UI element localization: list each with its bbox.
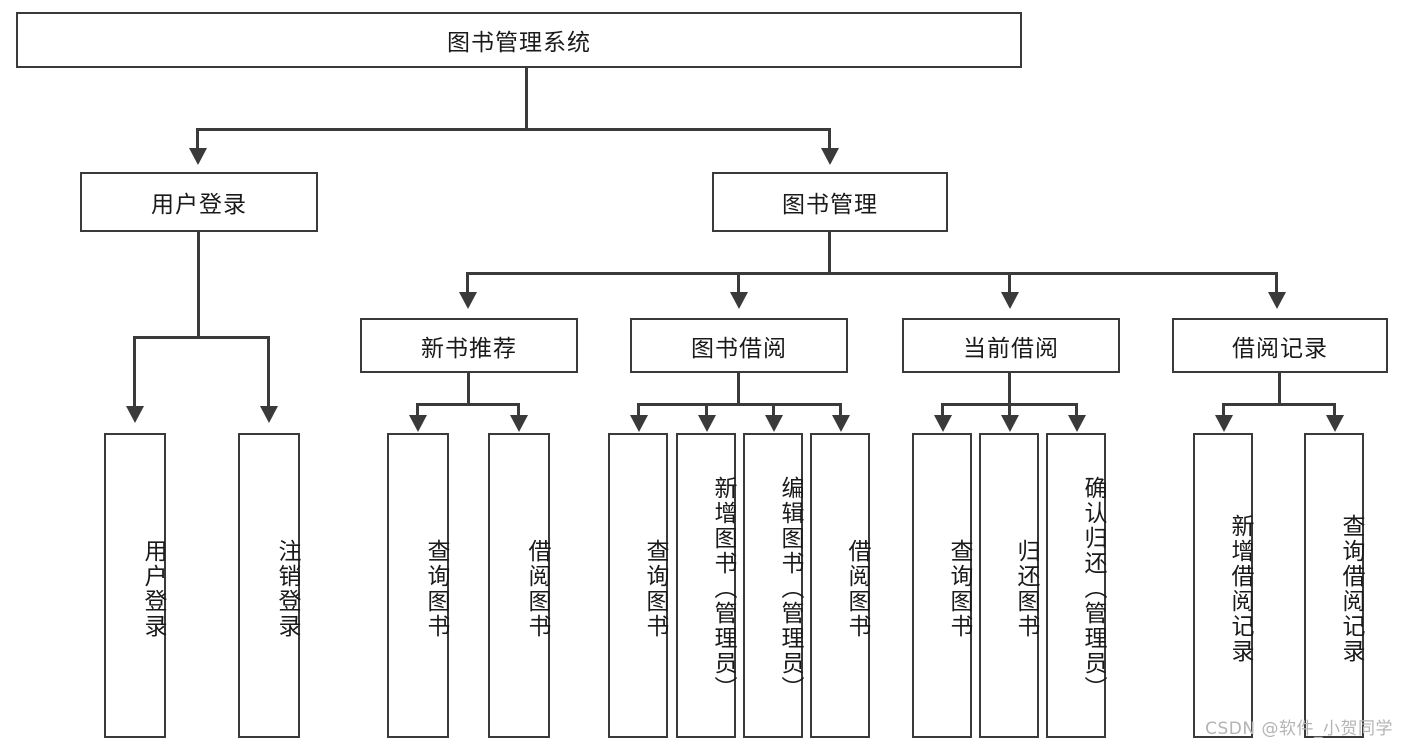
node-new-book-recommend[interactable]: 新书推荐 — [360, 318, 578, 373]
node-label: 新增借阅记录 — [1227, 513, 1253, 664]
connector-root-stem — [525, 68, 528, 130]
connector-nbr-bus — [416, 403, 520, 406]
node-leaf-nbr-query-book[interactable]: 查询图书 — [387, 433, 449, 738]
node-label: 当前借阅 — [963, 335, 1059, 362]
connector-bb-drop-2 — [705, 403, 708, 417]
connector-bb-drop-4 — [839, 403, 842, 417]
connector-bb-stem — [737, 373, 740, 405]
node-leaf-br-query-record[interactable]: 查询借阅记录 — [1304, 433, 1364, 738]
connector-root-bus — [196, 128, 831, 131]
arrow-bb-leaf-4 — [832, 415, 850, 432]
connector-nbr-stem — [467, 373, 470, 405]
node-label: 用户登录 — [151, 192, 247, 218]
node-leaf-bb-query-book[interactable]: 查询图书 — [608, 433, 668, 738]
node-label: 图书管理系统 — [447, 30, 591, 56]
node-root-system[interactable]: 图书管理系统 — [16, 12, 1022, 68]
node-label: 新书推荐 — [421, 335, 517, 362]
node-label: 注销登录 — [274, 538, 300, 639]
node-label: 借阅记录 — [1232, 335, 1328, 362]
arrow-cb-leaf-3 — [1068, 415, 1086, 432]
node-label: 查询图书 — [642, 538, 668, 639]
arrow-br-leaf-2 — [1326, 415, 1344, 432]
node-book-borrow[interactable]: 图书借阅 — [630, 318, 848, 373]
connector-bm-drop-4 — [1275, 272, 1278, 294]
connector-cb-drop-3 — [1075, 403, 1078, 417]
arrow-user-login-leaf-1 — [126, 406, 144, 423]
watermark-text: CSDN @软件_小贺同学 — [1205, 719, 1393, 739]
node-user-login[interactable]: 用户登录 — [80, 172, 318, 232]
node-leaf-bb-add-book[interactable]: 新增图书（管理员） — [676, 433, 736, 738]
arrow-nbr-leaf-2 — [510, 415, 528, 432]
connector-root-to-book-manage — [828, 128, 831, 150]
connector-bb-drop-3 — [772, 403, 775, 417]
node-current-borrow[interactable]: 当前借阅 — [902, 318, 1120, 373]
arrow-bm-to-borrow-record — [1268, 292, 1286, 309]
node-label: 编辑图书（管理员） — [777, 476, 803, 701]
connector-bm-drop-1 — [466, 272, 469, 294]
node-leaf-br-add-record[interactable]: 新增借阅记录 — [1193, 433, 1253, 738]
node-label: 用户登录 — [140, 538, 166, 639]
arrow-root-to-user-login — [189, 148, 207, 165]
arrow-bb-leaf-1 — [630, 415, 648, 432]
node-leaf-cb-confirm-return[interactable]: 确认归还（管理员） — [1046, 433, 1106, 738]
node-label: 查询图书 — [946, 538, 972, 639]
node-leaf-user-login[interactable]: 用户登录 — [104, 433, 166, 738]
arrow-nbr-leaf-1 — [409, 415, 427, 432]
node-borrow-record[interactable]: 借阅记录 — [1172, 318, 1388, 373]
node-label: 借阅图书 — [524, 538, 550, 639]
connector-bm-drop-3 — [1008, 272, 1011, 294]
connector-book-manage-bus — [466, 272, 1278, 275]
connector-bb-bus — [637, 403, 841, 406]
node-leaf-bb-edit-book[interactable]: 编辑图书（管理员） — [743, 433, 803, 738]
connector-br-stem — [1278, 373, 1281, 405]
node-leaf-cb-return-book[interactable]: 归还图书 — [979, 433, 1039, 738]
node-book-manage[interactable]: 图书管理 — [712, 172, 948, 232]
arrow-br-leaf-1 — [1215, 415, 1233, 432]
arrow-bb-leaf-3 — [765, 415, 783, 432]
connector-user-login-drop-1 — [133, 336, 136, 408]
connector-user-login-stem — [197, 232, 200, 338]
connector-user-login-bus — [133, 336, 270, 339]
arrow-bm-to-new-book — [459, 292, 477, 309]
connector-bb-drop-1 — [637, 403, 640, 417]
node-leaf-nbr-borrow-book[interactable]: 借阅图书 — [488, 433, 550, 738]
connector-cb-drop-1 — [941, 403, 944, 417]
node-label: 查询图书 — [423, 538, 449, 639]
node-label: 确认归还（管理员） — [1080, 476, 1106, 701]
node-leaf-bb-borrow-book[interactable]: 借阅图书 — [810, 433, 870, 738]
node-label: 查询借阅记录 — [1338, 513, 1364, 664]
node-leaf-cb-query-book[interactable]: 查询图书 — [912, 433, 972, 738]
node-label: 新增图书（管理员） — [710, 476, 736, 701]
connector-nbr-drop-2 — [517, 403, 520, 417]
connector-root-to-user-login — [196, 128, 199, 150]
connector-br-drop-2 — [1333, 403, 1336, 417]
node-label: 借阅图书 — [844, 538, 870, 639]
connector-nbr-drop-1 — [416, 403, 419, 417]
connector-cb-stem — [1008, 373, 1011, 405]
connector-br-drop-1 — [1222, 403, 1225, 417]
arrow-cb-leaf-1 — [934, 415, 952, 432]
arrow-cb-leaf-2 — [1001, 415, 1019, 432]
arrow-root-to-book-manage — [821, 148, 839, 165]
arrow-user-login-leaf-2 — [260, 406, 278, 423]
node-leaf-logout[interactable]: 注销登录 — [238, 433, 300, 738]
arrow-bm-to-book-borrow — [730, 292, 748, 309]
connector-book-manage-stem — [828, 232, 831, 274]
arrow-bb-leaf-2 — [698, 415, 716, 432]
node-label: 图书管理 — [782, 192, 878, 218]
connector-bm-drop-2 — [737, 272, 740, 294]
connector-cb-drop-2 — [1008, 403, 1011, 417]
node-label: 归还图书 — [1013, 538, 1039, 639]
arrow-bm-to-current-borrow — [1001, 292, 1019, 309]
connector-br-bus — [1222, 403, 1336, 406]
connector-user-login-drop-2 — [267, 336, 270, 408]
node-label: 图书借阅 — [691, 335, 787, 362]
